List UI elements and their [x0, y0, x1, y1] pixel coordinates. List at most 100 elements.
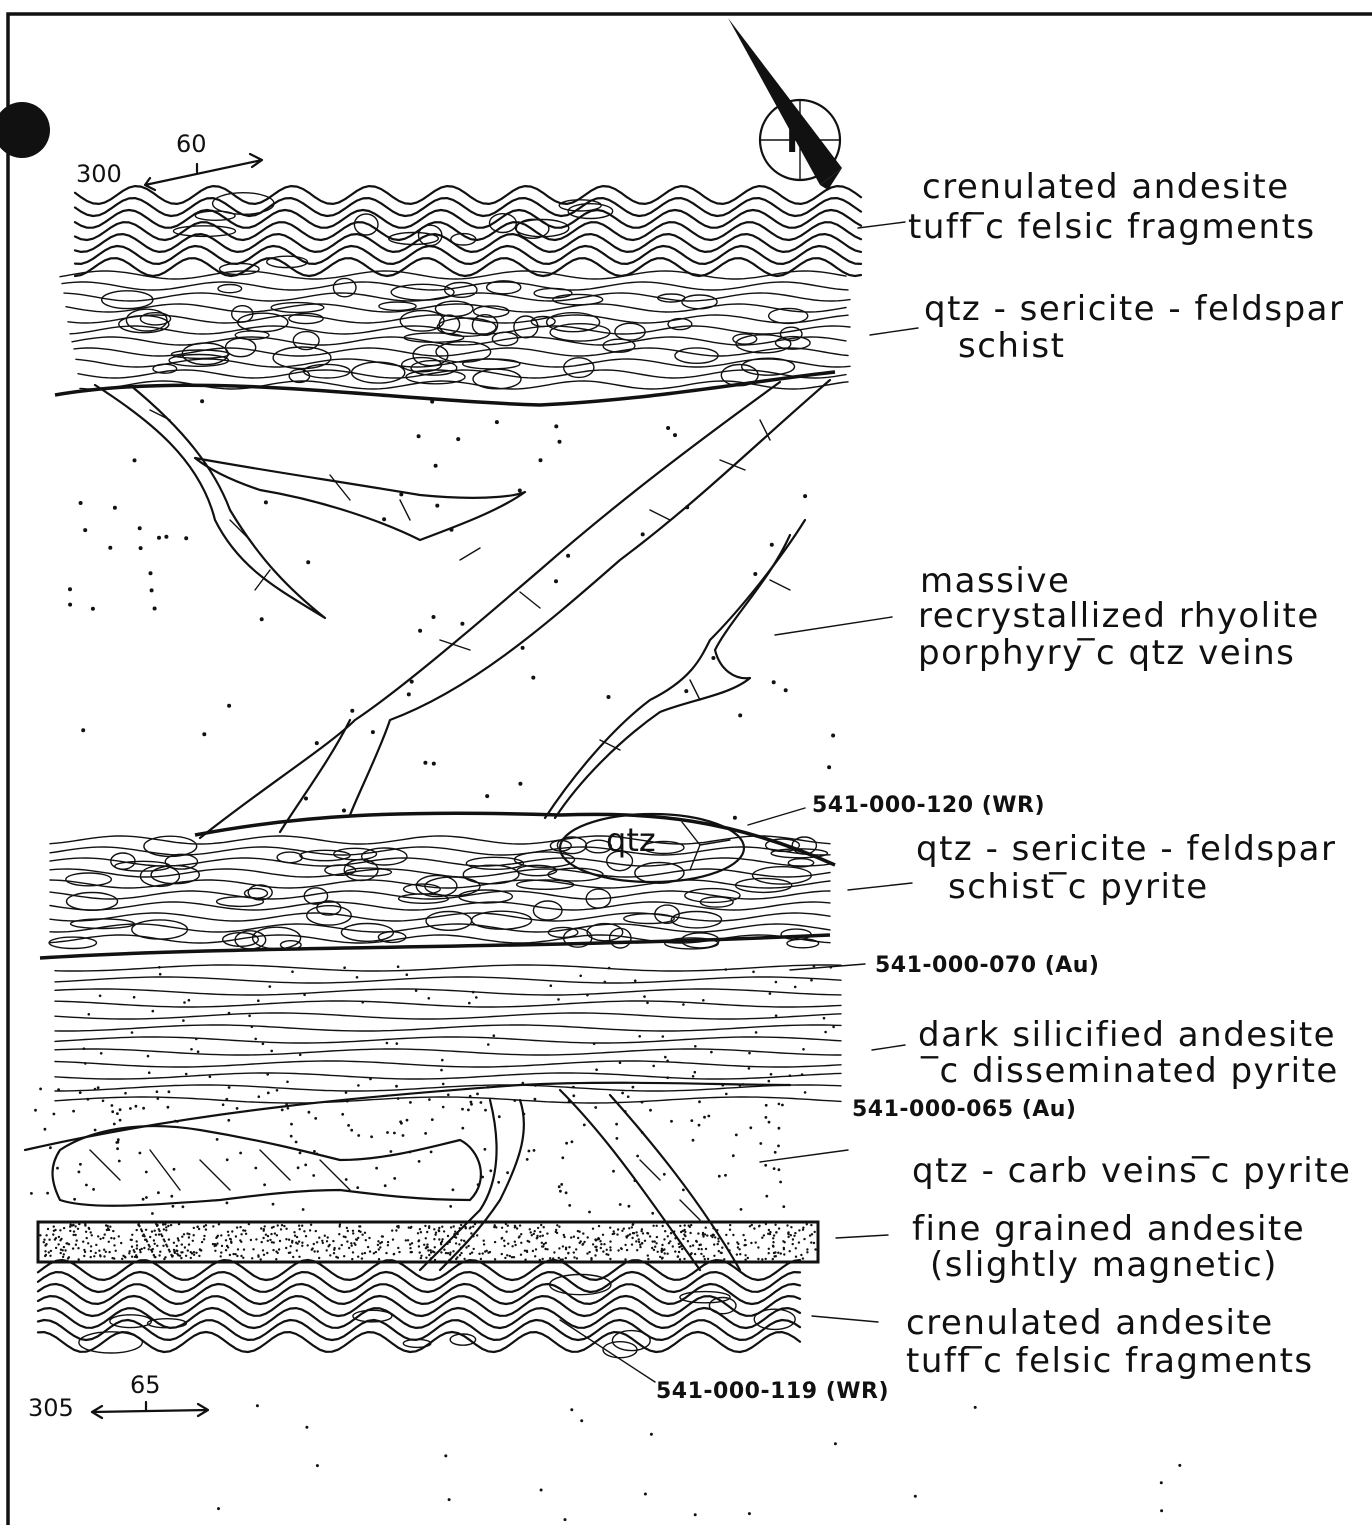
stipple-dot [108, 546, 112, 550]
stipple-dot [446, 1243, 448, 1245]
stipple-dot [781, 1104, 784, 1107]
stipple-dot [621, 1092, 624, 1095]
stipple-dot [306, 560, 310, 564]
foliation-line [55, 1037, 841, 1043]
stipple-dot [288, 1239, 290, 1241]
stipple-dot [161, 1235, 163, 1237]
stipple-dot [707, 1258, 709, 1260]
stipple-dot [255, 1238, 257, 1240]
stipple-dot [302, 1208, 305, 1211]
stipple-dot [576, 1257, 578, 1259]
stipple-dot [798, 1229, 800, 1231]
stipple-dot [470, 1232, 472, 1234]
stipple-dot [156, 1245, 158, 1247]
schist-base-contact [55, 372, 835, 405]
stipple-dot [736, 1253, 738, 1255]
stipple-dot [136, 1229, 138, 1231]
stipple-dot [103, 1255, 105, 1257]
stipple-dot [682, 1238, 684, 1240]
felsic-fragment [787, 939, 819, 948]
sample-label-120: 541-000-120 (WR) [812, 793, 1045, 818]
stipple-dot [470, 1226, 472, 1228]
stipple-dot [45, 1243, 47, 1245]
stipple-dot [662, 1035, 665, 1038]
stipple-dot [350, 1242, 352, 1244]
stipple-dot [655, 1242, 657, 1244]
stipple-dot [329, 1254, 331, 1256]
stipple-dot [613, 1230, 615, 1232]
stipple-dot [729, 1224, 731, 1226]
stipple-dot [577, 1237, 579, 1239]
unit-label-rhyolite: massive recrystallized rhyolite porphyry… [918, 561, 1320, 673]
stipple-dot [290, 1135, 293, 1138]
stipple-dot [162, 1245, 164, 1247]
stipple-dot [69, 1230, 71, 1232]
stipple-dot [546, 1232, 548, 1234]
stipple-dot [290, 1123, 293, 1126]
stipple-dot [704, 1258, 706, 1260]
stipple-dot [778, 1103, 781, 1106]
stipple-dot [242, 1257, 244, 1259]
stipple-dot [789, 1250, 791, 1252]
stipple-dot [632, 1232, 634, 1234]
stipple-dot [684, 689, 688, 693]
stipple-dot [424, 1132, 427, 1135]
stipple-dot [707, 1115, 710, 1118]
stipple-dot [662, 1225, 664, 1227]
stipple-dot [420, 1231, 422, 1233]
stipple-dot [757, 1246, 759, 1248]
stipple-dot [638, 1238, 640, 1240]
unit-label-crenulated-top: crenulated andesite tuff ̅c felsic fragm… [908, 167, 1316, 247]
stipple-dot [459, 1254, 461, 1256]
stipple-dot [72, 1110, 75, 1113]
stipple-dot [595, 1068, 598, 1071]
felsic-fragment [557, 837, 586, 854]
stipple-dot [725, 1093, 728, 1096]
foliation-line [50, 902, 830, 910]
stipple-dot [755, 1031, 758, 1034]
stipple-dot [698, 1100, 701, 1103]
stipple-dot [725, 1245, 727, 1247]
stipple-dot [531, 676, 535, 680]
stipple-dot [774, 1224, 776, 1226]
stipple-dot [787, 1233, 789, 1235]
stipple-dot [99, 1238, 101, 1240]
stipple-dot [74, 1225, 76, 1227]
stipple-dot [449, 1241, 451, 1243]
stipple-dot [97, 1086, 100, 1089]
stipple-dot [758, 1225, 760, 1227]
felsic-fragment [472, 315, 497, 336]
stipple-dot [387, 1244, 389, 1246]
stipple-dot [573, 1256, 575, 1258]
stipple-dot [254, 1167, 257, 1170]
foliation-line [50, 847, 830, 855]
stipple-dot [113, 1244, 115, 1246]
stipple-dot [728, 1249, 730, 1251]
stipple-dot [598, 1225, 600, 1227]
stipple-dot [299, 1054, 302, 1057]
stipple-dot [651, 1212, 654, 1215]
svg-text:fine grained andesite: fine grained andesite [912, 1209, 1305, 1249]
dark-andesite-layer [55, 965, 841, 1110]
stipple-dot [350, 1129, 353, 1132]
svg-text:crenulated andesite: crenulated andesite [906, 1303, 1274, 1343]
zone-top-contact [25, 1083, 790, 1150]
stipple-dot [684, 1224, 686, 1226]
stipple-dot [397, 1226, 399, 1228]
stipple-dot [170, 1224, 172, 1226]
svg-text:(slightly magnetic): (slightly magnetic) [930, 1245, 1278, 1285]
stipple-dot [318, 1257, 320, 1259]
stipple-dot [530, 1231, 532, 1233]
stipple-dot [377, 1244, 379, 1246]
stipple-dot [316, 1464, 319, 1467]
stipple-dot [516, 1227, 518, 1229]
stipple-dot [772, 1237, 774, 1239]
stipple-dot [75, 1244, 77, 1246]
unit-label-schist-pyrite: qtz - sericite - feldspar schist ̅c pyri… [916, 829, 1337, 907]
stipple-dot [661, 1257, 663, 1259]
stipple-dot [651, 1247, 653, 1249]
stipple-dot [357, 1256, 359, 1258]
stipple-dot [381, 1235, 383, 1237]
felsic-fragment [253, 927, 301, 949]
